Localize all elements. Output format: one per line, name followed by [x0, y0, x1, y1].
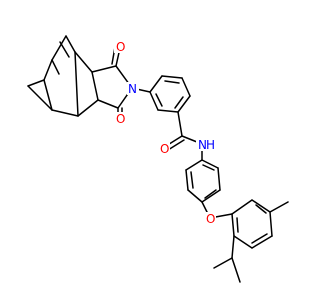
- bond: [167, 139, 185, 151]
- bond: [149, 75, 163, 93]
- bond: [255, 204, 267, 214]
- atom-bg: [158, 142, 170, 155]
- bond: [233, 235, 253, 249]
- amide-oxygen: O: [160, 142, 169, 156]
- bond: [74, 51, 79, 117]
- bond: [185, 159, 203, 171]
- bond: [91, 71, 99, 101]
- bond: [65, 35, 76, 53]
- bond: [43, 59, 53, 81]
- bond: [231, 235, 235, 259]
- bond: [43, 79, 53, 111]
- imide-nitrogen: N: [128, 82, 137, 96]
- bond: [231, 257, 241, 283]
- bond: [251, 233, 268, 244]
- bond: [74, 51, 93, 73]
- bond: [201, 189, 221, 203]
- bond: [190, 171, 194, 189]
- bond: [185, 169, 189, 191]
- isopropyl-toluene-ring: [213, 199, 289, 283]
- atom-bg: [114, 40, 126, 53]
- atom-labels: O O N O N H O: [114, 40, 216, 226]
- bond: [181, 77, 191, 97]
- bond: [51, 59, 60, 75]
- molecule-drawing: O O N O N H O: [27, 35, 289, 283]
- carbonyl-oxygen-bottom: O: [116, 112, 125, 126]
- atom-bg: [204, 212, 216, 225]
- benzamide-ring: [131, 75, 191, 113]
- bond: [269, 201, 289, 213]
- bond: [164, 80, 180, 84]
- bond: [201, 159, 219, 169]
- bond: [27, 85, 53, 111]
- bond: [177, 111, 183, 137]
- atom-bg: [127, 82, 139, 95]
- carbonyl-oxygen-top: O: [116, 40, 125, 54]
- bond: [149, 91, 159, 111]
- atom-bg: [114, 112, 126, 125]
- structure-svg: O O N O N H O: [27, 35, 289, 283]
- ether-oxygen: O: [206, 212, 215, 226]
- bond: [97, 99, 119, 109]
- bond: [155, 93, 163, 107]
- bond: [217, 167, 221, 191]
- bond: [236, 217, 239, 233]
- bicyclic-core: [27, 35, 99, 117]
- bond: [251, 199, 271, 213]
- bond: [202, 164, 215, 171]
- bond: [51, 35, 67, 61]
- atom-bg: [196, 138, 216, 151]
- bond: [27, 79, 45, 87]
- bond: [231, 213, 235, 237]
- bond: [174, 96, 184, 109]
- bond: [157, 109, 179, 113]
- bond: [213, 257, 233, 269]
- amide-linker: [165, 111, 203, 161]
- amide-hydrogen: H: [206, 138, 215, 152]
- bond: [231, 199, 253, 215]
- phenoxy-phenyl-ring: [185, 159, 221, 203]
- bond: [51, 109, 79, 117]
- bond: [269, 211, 273, 237]
- bond: [204, 189, 217, 199]
- bond: [187, 189, 203, 203]
- bond: [91, 65, 117, 73]
- bond: [177, 95, 191, 113]
- bond: [161, 75, 183, 79]
- imide-ring: [91, 46, 133, 119]
- bond: [77, 99, 99, 117]
- amide-nitrogen: N: [198, 138, 207, 152]
- bond: [251, 235, 273, 249]
